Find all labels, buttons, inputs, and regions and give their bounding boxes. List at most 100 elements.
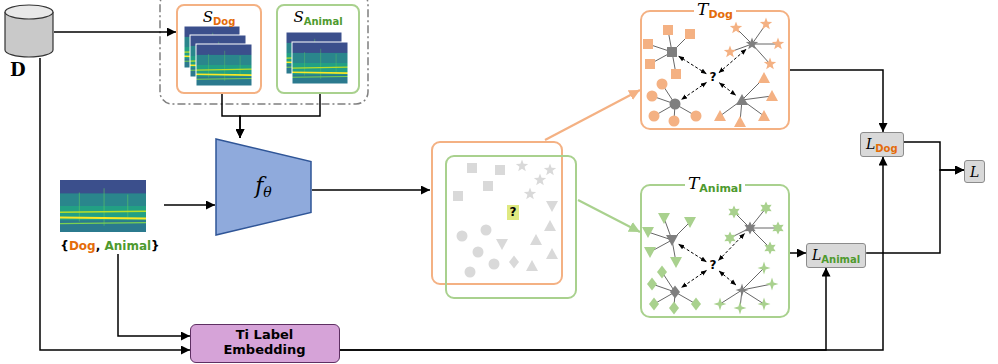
connector-arrow: [118, 254, 190, 336]
task-graph-animal: [666, 222, 756, 299]
embedding-points: [483, 181, 493, 191]
query-spectrogram: {Dog, Animal}: [56, 178, 164, 254]
task-graph-dog: [734, 116, 746, 127]
task-graph-dog: [736, 94, 748, 105]
connector-arrow: [222, 94, 240, 138]
task-graph-animal: [647, 278, 657, 291]
task-graph-animal: [669, 302, 679, 315]
node-heading: SAnimal: [293, 8, 342, 28]
subscript-text: Animal: [304, 16, 343, 27]
task-graph-animal: [644, 247, 656, 258]
connector-arrow: [312, 189, 430, 191]
task-graph-box: TDog?: [640, 10, 790, 130]
task-graph-dog: [766, 90, 778, 101]
embedding-points: [507, 205, 519, 220]
embedding-points: [457, 231, 468, 242]
loss-box: LDog: [860, 132, 904, 157]
loss-box: LAnimal: [806, 243, 866, 268]
task-graph-dog: [643, 18, 784, 128]
node-label: {Dog, Animal}: [60, 240, 159, 254]
task-graph-dog: [746, 38, 758, 50]
task-graph-animal: [714, 298, 727, 311]
embedding-points: [509, 256, 519, 269]
embedding-points: [530, 234, 542, 245]
support-set-box: SAnimal: [276, 4, 360, 94]
embedding-points: [489, 259, 500, 270]
connector-arrow: [904, 142, 964, 170]
task-graph-animal: [758, 298, 771, 311]
query-mark: ?: [510, 206, 517, 220]
subscript-text: Animal: [821, 254, 860, 265]
task-graph-animal: [728, 206, 739, 219]
task-graph-dog: [657, 79, 668, 90]
emb-outline: [430, 140, 578, 300]
task-graph-dog: [643, 39, 653, 49]
symbol-glyph: S: [293, 8, 303, 26]
node-label: Ti Label Embedding: [213, 328, 317, 358]
loss-box: L: [964, 160, 985, 183]
embedding-points: [496, 239, 508, 250]
subscript-text: Dog: [708, 8, 733, 21]
embedding-points: [546, 248, 558, 259]
embedding-points: [544, 164, 556, 176]
task-graph-dog: [667, 47, 677, 57]
task-graph-animal: [648, 208, 778, 308]
spectrogram-image: [196, 44, 252, 86]
spectrogram-image: [196, 44, 252, 86]
label-token: {: [60, 239, 69, 253]
task-graph-dog: [663, 25, 673, 35]
task-graph-animal: [719, 234, 745, 261]
connector-arrow: [545, 90, 640, 140]
symbol-glyph: T: [688, 173, 699, 193]
embedding-points: [546, 201, 558, 212]
embedding-points: [453, 191, 463, 201]
connector-group: [40, 32, 964, 350]
task-graph-dog: [679, 49, 746, 99]
embedding-points: [473, 247, 484, 258]
node-heading: TAnimal: [685, 174, 745, 196]
connector-arrow: [40, 58, 190, 350]
embedding-points: [481, 225, 492, 236]
node-heading: TDog: [694, 0, 736, 22]
task-graph-animal: [736, 284, 749, 297]
task-graph-animal: [766, 278, 779, 291]
embedding-points: [544, 220, 556, 231]
task-graph-animal: [649, 298, 659, 311]
encoder-shape: [216, 139, 311, 235]
embedding-points: [495, 165, 505, 175]
query-mark: ?: [710, 71, 717, 85]
task-graph-dog: [667, 38, 758, 110]
task-graph-dog: [760, 18, 772, 30]
embedding-space: ?: [430, 140, 578, 300]
connector-arrow: [790, 70, 883, 132]
embedding-points: [524, 188, 536, 200]
task-graph-animal: [758, 262, 771, 275]
task-graph-animal: [642, 202, 784, 315]
task-graph-dog: [764, 58, 776, 70]
support-set-frame: [160, 0, 368, 104]
symbol-glyph: L: [970, 164, 979, 180]
task-graph-dog: [649, 111, 660, 122]
task-graph-animal: [679, 234, 745, 288]
task-graph-animal: [642, 202, 784, 315]
task-graph-animal: [670, 257, 682, 268]
connector-arrow: [240, 94, 320, 138]
query-mark: ?: [710, 259, 717, 273]
support-set-box: SDog: [176, 4, 262, 94]
animal-region: [446, 156, 576, 298]
node-label: L: [970, 163, 979, 181]
task-graph-animal: [734, 302, 747, 315]
task-graph-animal: [760, 202, 771, 215]
task-graph-box: TAnimal?: [640, 184, 790, 318]
task-graph-dog: [685, 29, 695, 39]
subscript-text: Dog: [875, 143, 897, 154]
connector-arrow: [54, 31, 176, 33]
task-graph-animal: [666, 235, 678, 246]
embedding-points: [467, 163, 477, 173]
symbol-glyph: L: [812, 247, 821, 263]
symbol-glyph: f: [255, 173, 263, 198]
spectrogram-image: [60, 180, 146, 232]
task-graph-dog: [691, 111, 702, 122]
